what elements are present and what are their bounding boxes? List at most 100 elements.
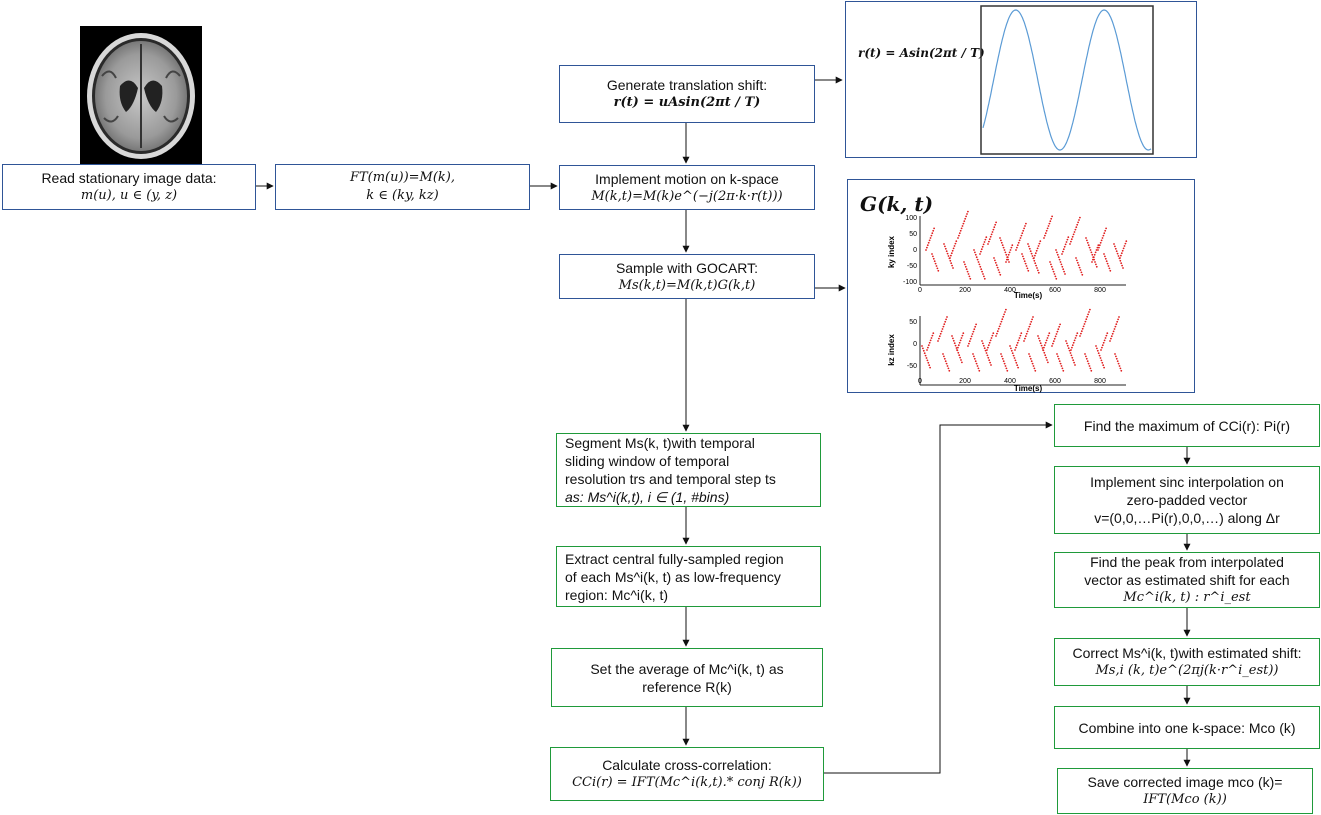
gocart-bottom-sample-dot: [1057, 328, 1060, 331]
gocart-bottom-sample-dot: [1029, 355, 1031, 358]
gocart-bottom-sample-dot: [931, 334, 934, 337]
gocart-bottom-sample-dot: [1015, 361, 1018, 364]
gocart-bottom-xtick: 600: [1049, 378, 1061, 385]
gocart-top-sample-dot: [945, 250, 948, 253]
gocart-bottom-sample-dot: [1098, 354, 1101, 357]
gocart-bottom-sample-dot: [970, 335, 973, 338]
gocart-top-sample-dot: [1075, 257, 1077, 259]
gocart-sampling-chart: ky index kz index Time(s) Time(s) 100500…: [887, 210, 1128, 393]
gocart-bottom-sample-dot: [1090, 369, 1093, 372]
gocart-bottom-sample-dot: [1027, 328, 1030, 330]
gocart-bottom-sample-dot: [1028, 325, 1031, 328]
gocart-top-sample-dot: [1120, 252, 1123, 255]
gocart-bottom-sample-dot: [1058, 360, 1061, 363]
gocart-top-sample-dot: [961, 225, 964, 227]
gocart-bottom-sample-dot: [1044, 341, 1047, 344]
gocart-top-sample-dot: [1076, 261, 1079, 264]
gocart-panel: G(k, t) ky index kz index Time(s) Time(s…: [847, 179, 1195, 393]
gocart-bottom-sample-dot: [985, 352, 988, 354]
gocart-top-sample-dot: [964, 263, 966, 266]
average-line1: Set the average of Mc^i(k, t) as: [590, 660, 784, 677]
gocart-top-sample-dot: [1055, 277, 1058, 280]
gocart-top-sample-dot: [990, 233, 993, 236]
gocart-bottom-sample-dot: [952, 337, 954, 340]
gocart-bottom-sample-dot: [1119, 367, 1122, 370]
gocart-bottom-sample-dot: [973, 355, 975, 358]
gocart-bottom-sample-dot: [1084, 320, 1087, 323]
gocart-top-sample-dot: [1033, 257, 1035, 259]
gocart-bottom-sample-dot: [1116, 360, 1119, 363]
gocart-top-sample-dot: [1079, 269, 1082, 271]
read-image-box: Read stationary image data: m(u), u ∈ (y…: [2, 164, 256, 210]
gocart-bottom-sample-dot: [1017, 339, 1020, 342]
gocart-top-sample-dot: [1063, 270, 1065, 273]
gocart-bottom-sample-dot: [1014, 359, 1017, 362]
gocart-bottom-sample-dot: [928, 364, 931, 367]
gocart-top-sample-dot: [1120, 262, 1123, 265]
gocart-top-sample-dot: [1066, 238, 1069, 241]
gocart-bottom-sample-dot: [987, 356, 990, 359]
gocart-top-sample-dot: [1075, 226, 1078, 229]
segment-line4: as: Ms^i(k,t), i ∈ (1, #bins): [565, 489, 730, 505]
gocart-bottom-sample-dot: [1076, 332, 1079, 335]
gocart-top-sample-dot: [951, 249, 954, 252]
gocart-bottom-sample-dot: [1111, 332, 1114, 335]
gocart-bottom-sample-dot: [1072, 341, 1075, 344]
gocart-top-sample-dot: [1045, 229, 1048, 232]
gocart-top-sample-dot: [1097, 249, 1099, 251]
shift-plot-panel: r(t) = Asin(2πt / T): [845, 1, 1197, 158]
gocart-top-sample-dot: [1080, 271, 1083, 274]
gocart-top-sample-dot: [950, 254, 952, 257]
gocart-top-sample-dot: [1061, 265, 1064, 268]
gocart-top-sample-dot: [1036, 267, 1038, 269]
gocart-bottom-sample-dot: [1029, 357, 1032, 360]
gocart-top-sample-dot: [1086, 241, 1089, 244]
gocart-bottom-sample-dot: [961, 361, 963, 364]
gocart-top-sample-dot: [1095, 249, 1098, 251]
gocart-bottom-ylabel: kz index: [887, 334, 896, 366]
gocart-title: G(k, t): [860, 192, 934, 216]
gocart-bottom-sample-dot: [1001, 357, 1004, 360]
gocart-top-sample-dot: [1030, 252, 1033, 255]
gocart-bottom-sample-dot: [1087, 362, 1090, 365]
gocart-top-sample-dot: [1006, 256, 1009, 259]
gocart-top-sample-dot: [988, 240, 990, 243]
gocart-bottom-sample-dot: [968, 340, 971, 343]
save-line2: IFT(Mco (k)): [1143, 792, 1227, 807]
gocart-top-sample-dot: [1009, 249, 1012, 251]
gocart-top-sample-dot: [947, 255, 950, 257]
gocart-bottom-sample-dot: [1081, 327, 1084, 330]
gocart-bottom-sample-dot: [1080, 330, 1083, 333]
ft-line1: FT(m(u))=M(k),: [349, 170, 456, 185]
gocart-bottom-sample-dot: [937, 340, 939, 342]
gocart-bottom-sample-dot: [1059, 362, 1062, 365]
gocart-top-sample-dot: [952, 267, 954, 269]
gocart-top-sample-dot: [1003, 249, 1006, 251]
gocart-bottom-sample-dot: [986, 354, 989, 357]
gocart-top-sample-dot: [983, 275, 985, 278]
gocart-bottom-xtick: 0: [918, 378, 922, 385]
gocart-bottom-xtick: 800: [1094, 378, 1106, 385]
gocart-top-sample-dot: [1008, 261, 1010, 263]
gocart-bottom-sample-dot: [1071, 356, 1074, 359]
gocart-bottom-sample-dot: [1001, 355, 1003, 358]
gocart-bottom-sample-dot: [1004, 311, 1006, 313]
gocart-bottom-sample-dot: [952, 339, 955, 342]
gocart-top-sample-dot: [1057, 256, 1060, 259]
gocart-bottom-sample-dot: [927, 361, 930, 364]
gocart-bottom-sample-dot: [1017, 366, 1019, 369]
gocart-bottom-sample-dot: [971, 333, 974, 335]
gocart-bottom-xtick: 200: [959, 378, 971, 385]
gocart-bottom-sample-dot: [1105, 334, 1108, 337]
gocart-bottom-sample-dot: [946, 365, 949, 367]
gocart-bottom-sample-dot: [1046, 359, 1048, 361]
gocart-bottom-sample-dot: [1101, 346, 1103, 349]
segment-line1: Segment Ms(k, t)with temporal: [565, 435, 755, 451]
gocart-bottom-sample-dot: [1083, 323, 1086, 325]
gocart-top-sample-dot: [933, 227, 935, 230]
gocart-bottom-sample-dot: [989, 339, 992, 342]
gocart-top-ylabel: ky index: [887, 235, 896, 268]
gocart-bottom-sample-dot: [928, 341, 931, 344]
gocart-bottom-sample-dot: [943, 355, 945, 358]
sample-line1: Sample with GOCART:: [615, 259, 759, 276]
